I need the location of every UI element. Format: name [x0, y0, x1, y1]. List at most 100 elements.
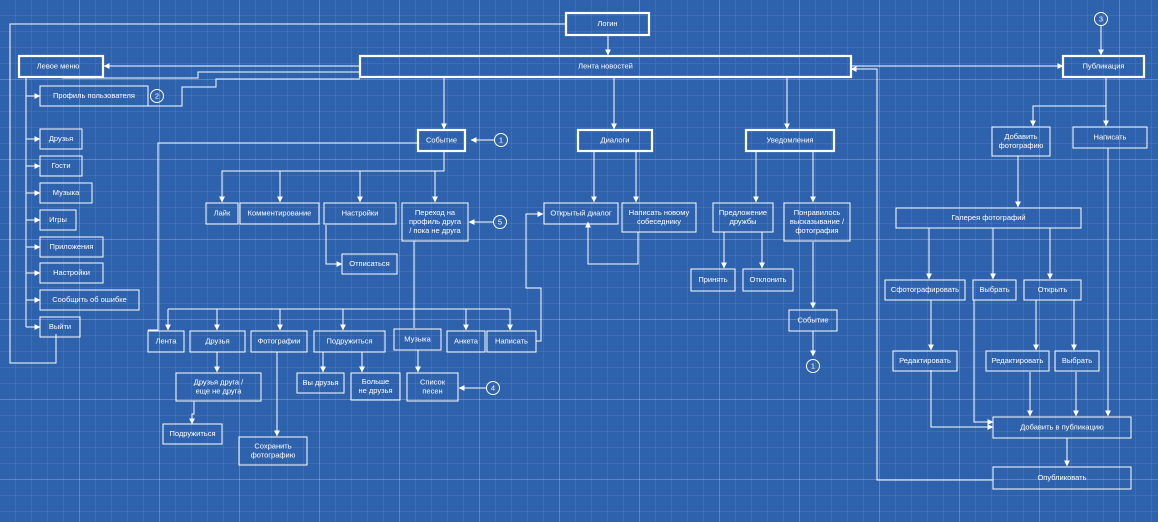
goto-friend-profile-node[interactable]: Переход на профиль друга / пока не друга — [401, 202, 469, 242]
publication-node[interactable]: Публикация — [1061, 54, 1146, 79]
menu-guests-label: Гости — [51, 161, 70, 170]
badge-1: 1 — [494, 133, 508, 147]
login-node[interactable]: Логин — [564, 11, 651, 37]
dialogs-label: Диалоги — [601, 135, 630, 144]
goto-friend-profile-line-2: профиль друга — [409, 217, 462, 226]
goto-friend-profile-line-3: / пока не друга — [409, 226, 461, 235]
friend-request-line-1: Предложение — [719, 208, 767, 217]
friends-of-friend-node[interactable]: Друзья друга / еще не друга — [175, 372, 262, 402]
like-node[interactable]: Лайк — [205, 202, 239, 225]
friend-request-node[interactable]: Предложение дружбы — [712, 202, 774, 233]
profile-write-label: Написать — [495, 336, 528, 345]
event-label: Событие — [426, 135, 457, 144]
like-label: Лайк — [214, 208, 231, 217]
edit-1-node[interactable]: Редактировать — [892, 350, 958, 372]
choose-node[interactable]: Выбрать — [972, 279, 1017, 301]
event-node[interactable]: Событие — [416, 128, 467, 153]
dialogs-node[interactable]: Диалоги — [576, 128, 654, 153]
menu-games-node[interactable]: Игры — [39, 209, 77, 231]
menu-friends-node[interactable]: Друзья — [39, 128, 83, 150]
befriend-label: Подружиться — [326, 336, 372, 345]
song-list-line-2: песен — [422, 386, 442, 395]
badge-2: 2 — [150, 89, 164, 103]
badge-5-label: 5 — [498, 217, 502, 226]
profile-feed-label: Лента — [156, 336, 178, 345]
menu-apps-node[interactable]: Приложения — [39, 236, 104, 258]
friend-request-line-2: дружбы — [729, 217, 756, 226]
commenting-node[interactable]: Комментирование — [239, 202, 320, 225]
pub-write-node[interactable]: Написать — [1072, 126, 1148, 149]
profile-friends-node[interactable]: Друзья — [189, 330, 246, 353]
badge-1-bottom: 1 — [806, 359, 820, 373]
no-longer-friends-line-1: Больше — [362, 377, 389, 386]
news-feed-label: Лента новостей — [578, 61, 633, 70]
notif-event-node[interactable]: Событие — [788, 309, 838, 332]
liked-post-line-2: высказывание / — [790, 217, 845, 226]
unsubscribe-node[interactable]: Отписаться — [341, 253, 398, 275]
notif-event-label: Событие — [797, 315, 828, 324]
write-new-line-2: собеседнику — [637, 217, 681, 226]
song-list-node[interactable]: Список песен — [406, 372, 459, 402]
profile-music-label: Музыка — [404, 334, 431, 343]
publish-node[interactable]: Опубликовать — [992, 466, 1132, 490]
menu-logout-label: Выйти — [49, 322, 71, 331]
menu-music-node[interactable]: Музыка — [39, 182, 93, 204]
write-new-node[interactable]: Написать новому собеседнику — [621, 202, 697, 233]
befriend-node[interactable]: Подружиться — [313, 330, 386, 353]
notifications-node[interactable]: Уведомления — [744, 128, 836, 153]
event-settings-label: Настройки — [342, 208, 379, 217]
open-dialog-node[interactable]: Открытый диалог — [543, 202, 619, 225]
save-photo-line-1: Сохранить — [254, 441, 291, 450]
edit-1-label: Редактировать — [899, 356, 951, 365]
you-are-friends-node[interactable]: Вы друзья — [296, 372, 345, 394]
user-profile-node[interactable]: Профиль пользователя — [39, 85, 149, 107]
menu-guests-node[interactable]: Гости — [39, 155, 83, 177]
add-photo-line-2: фотографию — [999, 141, 1044, 150]
photo-gallery-node[interactable]: Галерея фотографий — [895, 207, 1082, 229]
user-profile-label: Профиль пользователя — [53, 91, 135, 100]
profile-photos-node[interactable]: Фотографии — [250, 330, 308, 353]
pub-write-label: Написать — [1094, 132, 1127, 141]
menu-music-label: Музыка — [53, 188, 80, 197]
choose-2-node[interactable]: Выбрать — [1054, 350, 1100, 372]
questionnaire-node[interactable]: Анкета — [446, 330, 486, 353]
decline-label: Отклонить — [750, 275, 787, 284]
menu-settings-node[interactable]: Настройки — [39, 262, 104, 284]
edit-2-label: Редактировать — [992, 356, 1044, 365]
news-feed-node[interactable]: Лента новостей — [358, 54, 853, 79]
login-label: Логин — [597, 19, 617, 28]
befriend-2-node[interactable]: Подружиться — [162, 423, 223, 445]
profile-write-node[interactable]: Написать — [486, 330, 537, 353]
connectors — [9, 23, 1111, 481]
friends-of-friend-line-2: еще не друга — [196, 386, 243, 395]
no-longer-friends-node[interactable]: Больше не друзья — [350, 372, 401, 401]
profile-feed-node[interactable]: Лента — [147, 330, 185, 353]
add-to-publication-node[interactable]: Добавить в публикацию — [992, 416, 1132, 439]
decline-node[interactable]: Отклонить — [742, 268, 794, 292]
accept-node[interactable]: Принять — [690, 268, 736, 292]
menu-logout-node[interactable]: Выйти — [39, 316, 81, 338]
open-node[interactable]: Открыть — [1023, 279, 1082, 301]
menu-apps-label: Приложения — [50, 242, 94, 251]
badge-4-label: 4 — [491, 383, 495, 392]
badge-5: 5 — [493, 215, 507, 229]
edit-2-node[interactable]: Редактировать — [985, 350, 1050, 372]
menu-report-error-node[interactable]: Сообщить об ошибке — [39, 289, 140, 311]
event-settings-node[interactable]: Настройки — [323, 202, 397, 225]
publication-label: Публикация — [1083, 61, 1125, 70]
save-photo-node[interactable]: Сохранить фотографию — [238, 436, 308, 466]
left-menu-node[interactable]: Левое меню — [17, 54, 105, 79]
take-photo-node[interactable]: Сфотографировать — [884, 279, 966, 301]
add-photo-line-1: Добавить — [1004, 132, 1037, 141]
badge-3: 3 — [1094, 12, 1108, 26]
profile-music-node[interactable]: Музыка — [393, 328, 442, 351]
add-photo-node[interactable]: Добавить фотографию — [991, 126, 1051, 157]
photo-gallery-label: Галерея фотографий — [951, 213, 1025, 222]
liked-post-node[interactable]: Понравилось высказывание / фотография — [783, 202, 851, 242]
unsubscribe-label: Отписаться — [349, 259, 389, 268]
badge-1-bottom-label: 1 — [811, 361, 815, 370]
no-longer-friends-line-2: не друзья — [358, 386, 392, 395]
goto-friend-profile-line-1: Переход на — [415, 208, 456, 217]
questionnaire-label: Анкета — [454, 336, 479, 345]
